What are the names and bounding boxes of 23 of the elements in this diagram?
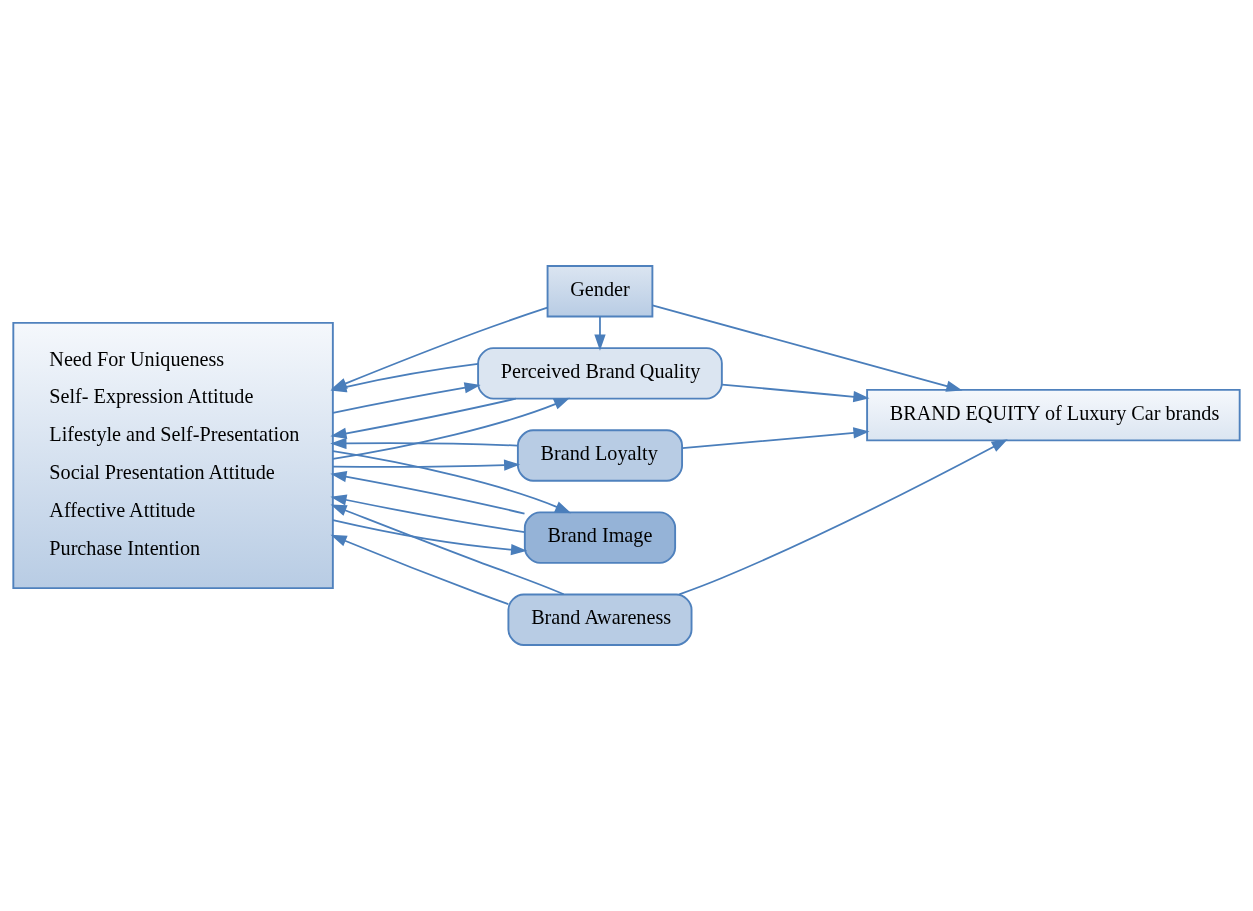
arrow <box>332 450 572 514</box>
node-box: Brand Loyalty <box>516 429 683 482</box>
arrow <box>332 519 528 556</box>
arrow <box>681 427 870 450</box>
arrow <box>332 459 521 471</box>
node-box: Perceived Brand Quality <box>477 347 723 400</box>
arrow <box>721 383 870 403</box>
node-box: Brand Awareness <box>507 593 693 646</box>
arrow <box>678 439 1008 596</box>
arrow <box>332 382 481 414</box>
arrow <box>330 397 517 439</box>
arrow <box>330 504 565 596</box>
arrow <box>330 534 510 605</box>
node-box: Need For Uniqueness Self- Expression Attitude Lifestyle and Self-Presentation Social Presentation Attitude Affective Attitude Purchase Intention <box>12 321 334 590</box>
node-box: Brand Image <box>523 511 677 564</box>
arrow <box>594 315 606 351</box>
node-box: Gender <box>546 265 654 318</box>
arrow <box>330 437 519 450</box>
node-box: BRAND EQUITY of Luxury Car brands <box>866 388 1241 442</box>
arrow <box>330 471 526 515</box>
arrow <box>332 397 571 460</box>
arrow <box>330 494 526 533</box>
arrow <box>651 304 963 392</box>
